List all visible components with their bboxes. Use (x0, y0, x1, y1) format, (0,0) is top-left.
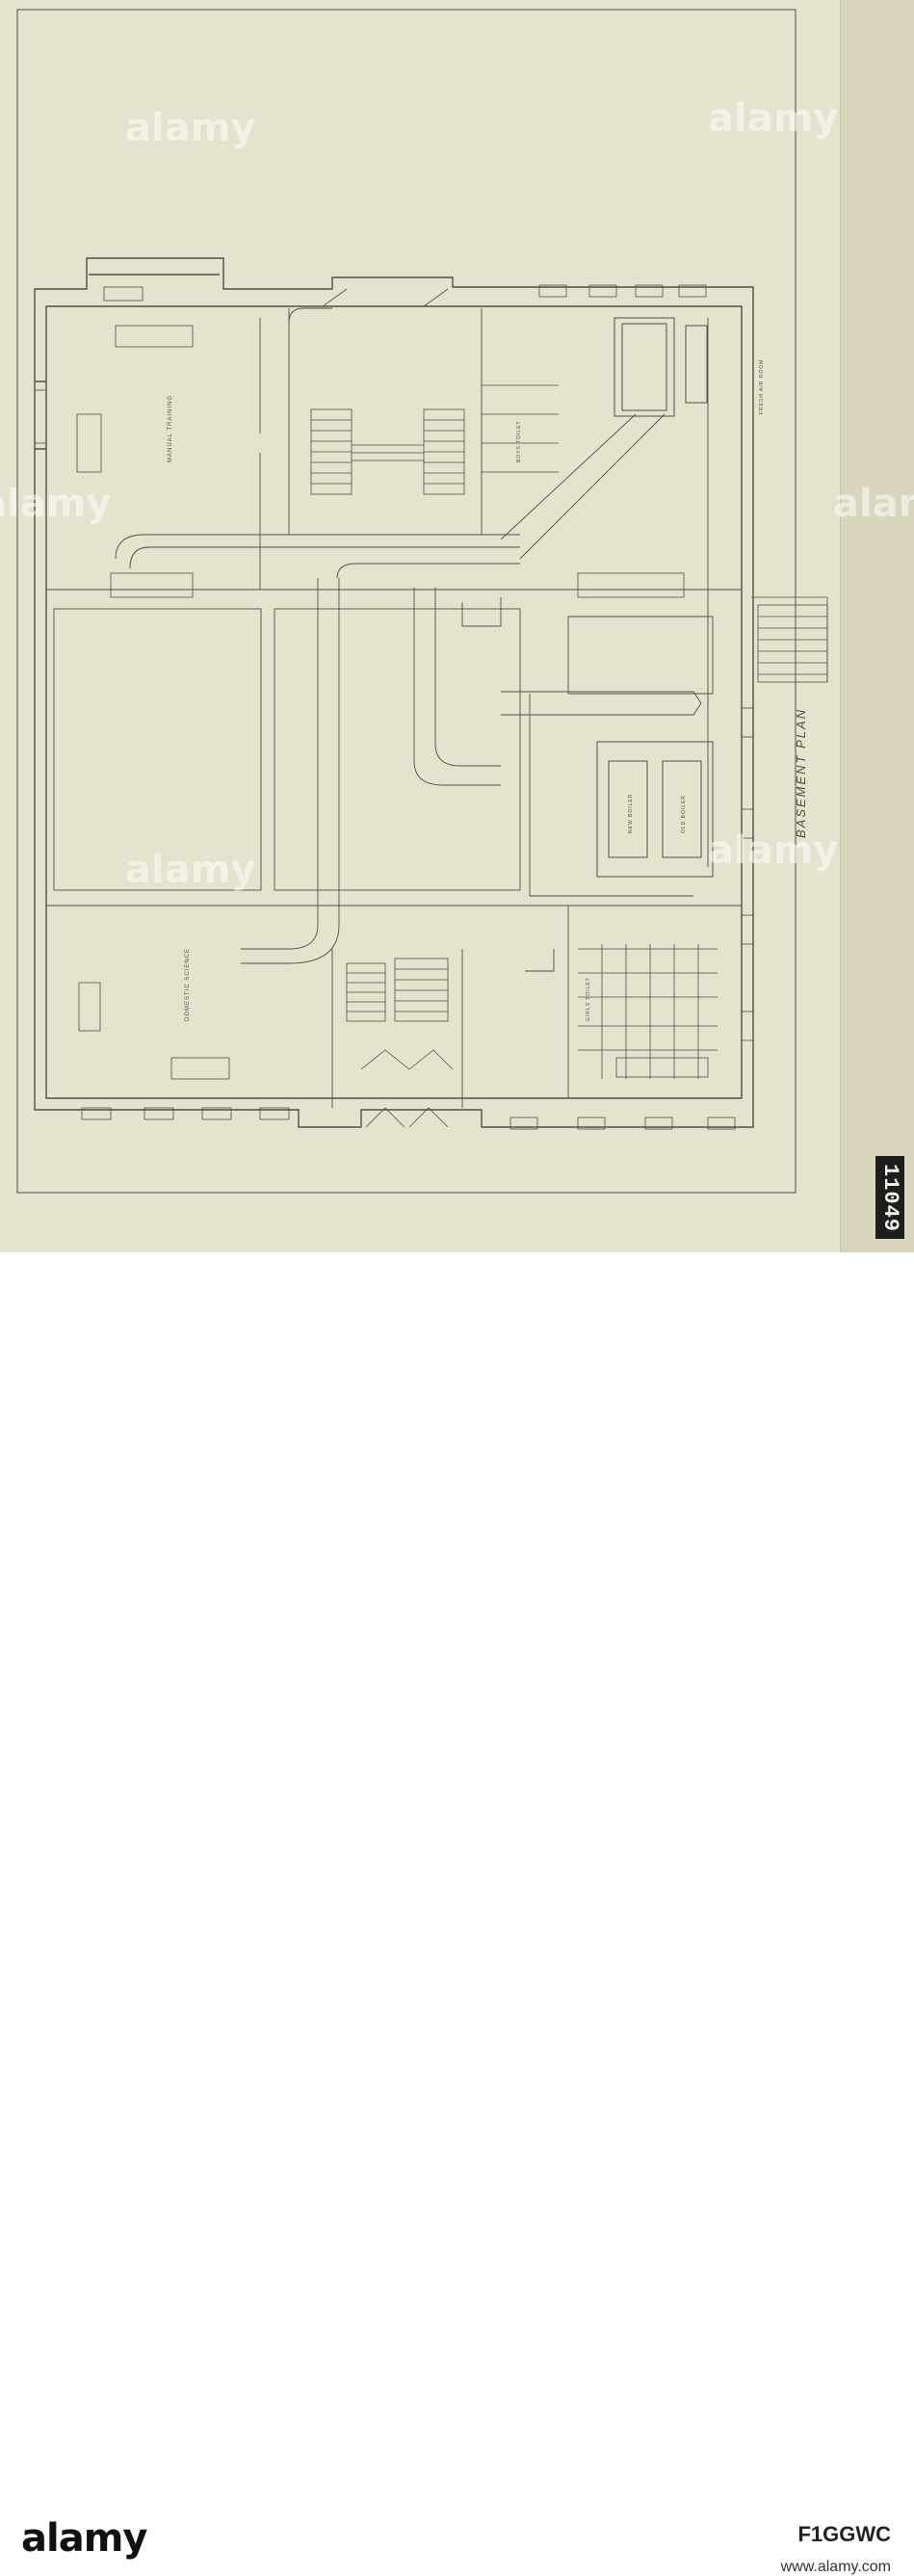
label-domestic-science: DOMESTIC SCIENCE (185, 948, 191, 1021)
footer-bar: alamy F1GGWC www.alamy.com (0, 1252, 914, 2575)
label-fresh-air-room: FRESH AIR ROOM (759, 359, 765, 414)
watermark-lower-left: alamy (125, 848, 256, 892)
boilers (596, 317, 714, 878)
building-walls (34, 257, 754, 1128)
watermark-top-right: alamy (708, 96, 839, 141)
label-girls-toilet: GIRLS TOILET (586, 977, 591, 1021)
sheet-number-stamp: 11049 (875, 1156, 904, 1239)
blueprint-sheet (0, 0, 914, 1252)
site-url: www.alamy.com (780, 2559, 891, 2575)
stairs (310, 408, 828, 1022)
interior-partitions (46, 308, 742, 1108)
label-new-boiler: NEW BOILER (628, 794, 634, 833)
label-boys-toilet: BOYS TOILET (516, 420, 522, 462)
label-basement-plan: BASEMENT PLAN (794, 708, 808, 838)
drawing-border (16, 9, 796, 1194)
heating-ducts (115, 307, 702, 972)
image-id: F1GGWC (797, 2522, 891, 2546)
room-labels: BASEMENT PLAN MANUAL TRAINING DOMESTIC S… (168, 359, 808, 1021)
sheet-number: 11049 (877, 1163, 902, 1232)
watermark-mid-right: alamy (833, 482, 914, 526)
windows (34, 284, 754, 1130)
basement-floor-plan: BASEMENT PLAN MANUAL TRAINING DOMESTIC S… (16, 9, 828, 1194)
label-manual-training: MANUAL TRAINING (168, 395, 173, 462)
watermark-lower-right: alamy (708, 828, 839, 873)
paper-fold-edge (840, 0, 914, 1252)
entry-doors (322, 288, 454, 1128)
toilet-fixtures (76, 325, 718, 1080)
watermark-mid-left: alamy (0, 482, 112, 526)
watermark-top-left: alamy (125, 106, 256, 150)
alamy-logo: alamy (21, 2516, 147, 2561)
label-old-boiler: OLD BOILER (681, 795, 687, 833)
